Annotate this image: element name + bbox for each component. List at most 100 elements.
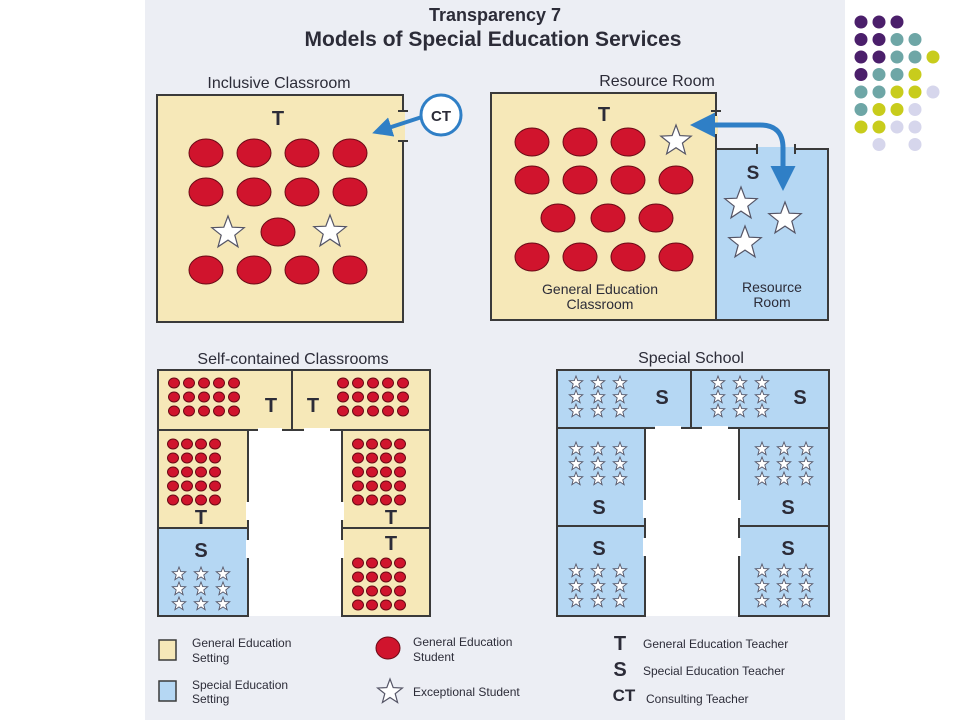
ss-teacher-bottom-right: S <box>781 538 794 560</box>
general-student-dot <box>394 557 406 569</box>
exceptional-student-star <box>568 592 584 608</box>
general-student-dot <box>167 438 179 450</box>
general-student-dot <box>380 480 392 492</box>
inclusive-title: Inclusive Classroom <box>207 75 350 92</box>
general-student-dot <box>610 127 646 157</box>
general-student-dot <box>168 405 180 417</box>
general-student-dot <box>394 438 406 450</box>
general-student-dot <box>236 255 272 285</box>
exceptional-student-star <box>568 402 584 418</box>
general-student-dot <box>352 557 364 569</box>
legend-student-label-1: General Education <box>413 635 512 649</box>
sc-teacher-mid-right: T <box>385 507 397 529</box>
decorative-dot <box>908 138 922 151</box>
general-student-dot <box>168 391 180 403</box>
general-student-dot <box>195 438 207 450</box>
exceptional-student-star <box>776 577 792 593</box>
general-student-dot <box>514 165 550 195</box>
general-student-dot <box>514 127 550 157</box>
decorative-dot <box>908 68 922 81</box>
sc-teacher-top-left: T <box>265 395 277 417</box>
general-student-dot <box>352 585 364 597</box>
exceptional-student-star <box>612 455 628 471</box>
general-student-dot <box>209 466 221 478</box>
general-student-dot <box>562 165 598 195</box>
general-student-dot <box>337 405 349 417</box>
general-student-dot <box>380 466 392 478</box>
resource-general-label-1: General Education <box>542 281 658 297</box>
general-student-dot <box>213 391 225 403</box>
ss-teacher-mid-left: S <box>592 497 605 519</box>
general-student-dot <box>284 138 320 168</box>
general-student-dot <box>284 177 320 207</box>
ss-teacher-mid-right: S <box>781 497 794 519</box>
general-student-dot <box>367 391 379 403</box>
exceptional-student-star <box>193 595 209 611</box>
exceptional-student-star <box>732 374 748 390</box>
general-student-dot <box>394 494 406 506</box>
exceptional-student-star <box>612 374 628 390</box>
legend-general-label-2: Setting <box>192 651 229 665</box>
general-student-dot <box>514 242 550 272</box>
exceptional-student-star <box>210 214 246 249</box>
general-student-dot <box>380 494 392 506</box>
general-student-dot <box>352 438 364 450</box>
general-student-dot <box>228 391 240 403</box>
exceptional-student-star <box>612 402 628 418</box>
general-student-dot <box>188 177 224 207</box>
decorative-dot <box>872 33 886 46</box>
general-student-dot <box>658 165 694 195</box>
general-student-dot <box>198 391 210 403</box>
exceptional-student-star <box>754 440 770 456</box>
decorative-dot <box>854 68 868 81</box>
exceptional-student-star <box>798 562 814 578</box>
general-student-dot <box>188 138 224 168</box>
exceptional-student-star <box>568 562 584 578</box>
exceptional-student-star <box>798 455 814 471</box>
general-student-dot <box>352 599 364 611</box>
exceptional-student-star <box>754 455 770 471</box>
decorative-dot <box>908 50 922 64</box>
exceptional-student-star <box>612 388 628 404</box>
exceptional-student-star <box>215 595 231 611</box>
decorative-dot <box>872 120 886 134</box>
decorative-dot <box>854 85 868 99</box>
decorative-dot <box>872 103 886 116</box>
exceptional-student-star <box>754 562 770 578</box>
legend-star-shape <box>375 677 405 704</box>
exceptional-student-star <box>659 123 693 156</box>
exceptional-student-star <box>754 577 770 593</box>
general-student-dot <box>332 138 368 168</box>
exceptional-student-star <box>776 592 792 608</box>
sc-teacher-top-right: T <box>307 395 319 417</box>
decorative-dot <box>908 33 922 46</box>
exceptional-student-star <box>776 562 792 578</box>
general-student-dot <box>394 571 406 583</box>
general-student-dot <box>366 557 378 569</box>
decorative-dot <box>854 50 868 64</box>
general-student-dot <box>183 377 195 389</box>
legend-general-swatch <box>158 639 177 661</box>
decorative-dot <box>890 33 904 46</box>
exceptional-student-star <box>732 388 748 404</box>
resource-title: Resource Room <box>599 73 715 90</box>
exceptional-student-star <box>590 374 606 390</box>
legend-s-label: Special Education Teacher <box>643 664 785 678</box>
general-student-dot <box>367 377 379 389</box>
decorative-dot <box>872 15 886 29</box>
legend-student-label-2: Student <box>413 650 455 664</box>
decorative-dot <box>890 103 904 116</box>
general-student-dot <box>366 585 378 597</box>
general-student-dot <box>337 391 349 403</box>
decorative-dot <box>890 50 904 64</box>
general-student-dot <box>183 391 195 403</box>
consultant-arrow <box>372 113 429 137</box>
general-student-dot <box>352 391 364 403</box>
exceptional-student-star <box>732 402 748 418</box>
general-student-dot <box>236 138 272 168</box>
general-student-dot <box>380 585 392 597</box>
general-student-dot <box>181 452 193 464</box>
exceptional-student-star <box>193 580 209 596</box>
general-student-dot <box>209 480 221 492</box>
